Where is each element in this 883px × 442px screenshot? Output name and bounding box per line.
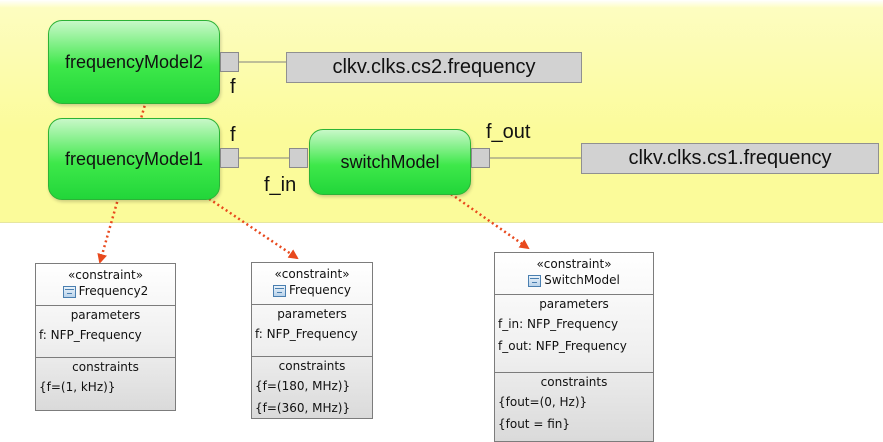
parameters-title: parameters (70, 308, 141, 322)
constraints-title: constraints (278, 359, 346, 373)
card-name: Frequency2 (78, 284, 149, 298)
port-switch-f-out-label: f_out (486, 121, 531, 143)
parameters-section: parameters f: NFP_Frequency (252, 305, 372, 357)
port-switch-f-out[interactable] (471, 148, 490, 168)
block-frequency-model1[interactable]: frequencyModel1 (48, 118, 220, 200)
constraint-line: {f=(360, MHz)} (255, 401, 351, 415)
card-stereotype: «constraint» (274, 267, 350, 281)
port-fm2-f-label: f (230, 76, 236, 98)
constraints-title: constraints (540, 375, 608, 389)
value-cs1-frequency[interactable]: clkv.clks.cs1.frequency (581, 143, 879, 174)
parameter-line: f: NFP_Frequency (255, 327, 358, 341)
constraint-line: {fout=(0, Hz)} (498, 395, 588, 409)
block-frequency-model1-label: frequencyModel1 (64, 148, 204, 169)
parameters-title: parameters (277, 307, 347, 321)
block-frequency-model2[interactable]: frequencyModel2 (48, 20, 220, 104)
value-cs1-label: clkv.clks.cs1.frequency (628, 147, 832, 169)
card-name-row: Frequency (252, 282, 372, 299)
port-switch-f-in-label: f_in (264, 174, 297, 196)
constraint-block-icon (273, 284, 286, 297)
port-fm1-f-label: f (230, 124, 236, 146)
constraint-block-icon (62, 285, 76, 298)
card-name: Frequency (289, 283, 351, 297)
value-cs2-frequency[interactable]: clkv.clks.cs2.frequency (286, 52, 582, 83)
card-name-row: SwitchModel (495, 272, 653, 289)
constraint-card-frequency[interactable]: «constraint» Frequency parameters f: NFP… (251, 262, 373, 419)
block-switch-model[interactable]: switchModel (309, 129, 471, 195)
port-switch-f-in[interactable] (289, 148, 308, 168)
parameter-line: f: NFP_Frequency (39, 328, 142, 342)
card-header: «constraint» Frequency2 (36, 264, 175, 306)
parameters-title: parameters (539, 297, 609, 311)
constraints-section: constraints {fout=(0, Hz)} {fout = fin} (495, 373, 653, 435)
parameter-line: f_out: NFP_Frequency (498, 339, 627, 353)
card-name: SwitchModel (544, 273, 620, 287)
constraint-line: {fout = fin} (498, 417, 570, 431)
constraint-line: {f=(180, MHz)} (255, 379, 351, 393)
parameter-line: f_in: NFP_Frequency (498, 317, 619, 331)
constraints-section: constraints {f=(1, kHz)} (36, 358, 175, 398)
parameters-section: parameters f_in: NFP_Frequency f_out: NF… (495, 295, 653, 373)
constraint-card-switchmodel[interactable]: «constraint» SwitchModel parameters f_in… (494, 252, 654, 442)
value-cs2-label: clkv.clks.cs2.frequency (332, 56, 536, 78)
card-stereotype: «constraint» (67, 268, 144, 282)
card-header: «constraint» Frequency (252, 263, 372, 305)
constraint-card-frequency2[interactable]: «constraint» Frequency2 parameters f: NF… (35, 263, 176, 411)
constraint-block-icon (528, 274, 542, 287)
block-switch-model-label: switchModel (340, 151, 440, 172)
constraints-title: constraints (72, 360, 139, 374)
card-header: «constraint» SwitchModel (495, 253, 653, 295)
parameters-section: parameters f: NFP_Frequency (36, 306, 175, 358)
card-stereotype: «constraint» (536, 257, 612, 271)
constraint-line: {f=(1, kHz)} (39, 380, 116, 394)
card-name-row: Frequency2 (36, 283, 175, 300)
port-fm1-f[interactable] (220, 148, 239, 168)
block-frequency-model2-label: frequencyModel2 (64, 51, 204, 72)
constraints-section: constraints {f=(180, MHz)} {f=(360, MHz)… (252, 357, 372, 419)
port-fm2-f[interactable] (220, 52, 239, 72)
